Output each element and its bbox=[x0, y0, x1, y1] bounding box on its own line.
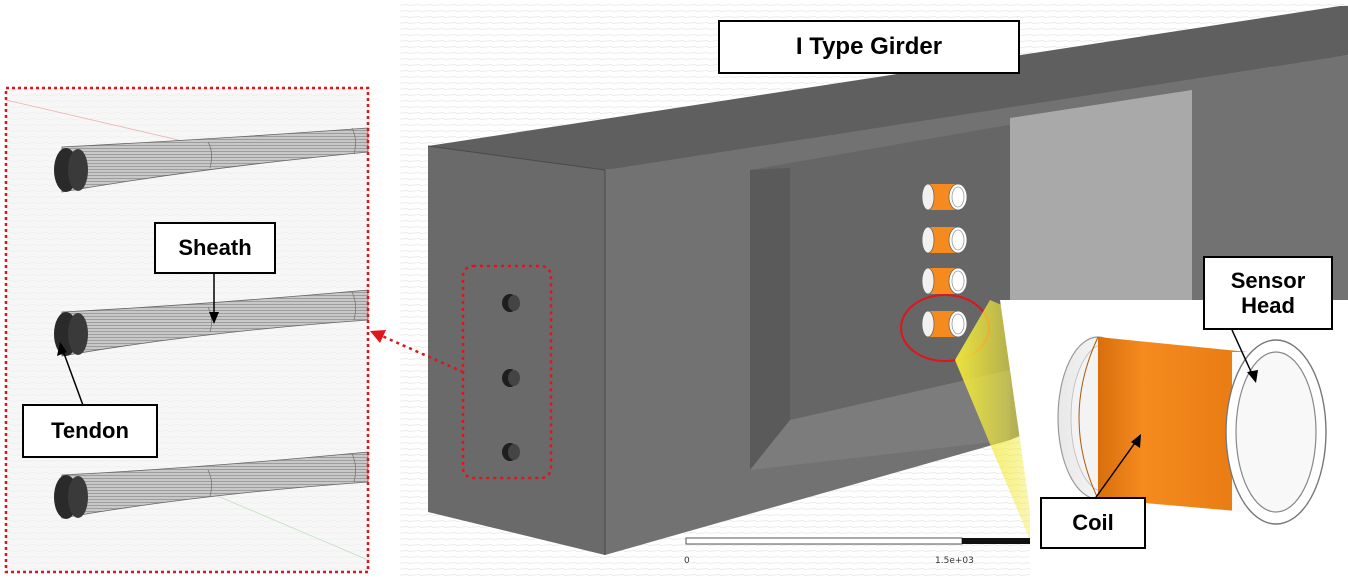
scale-tick-start: 0 bbox=[684, 556, 690, 566]
sensor-head-label: Sensor Head bbox=[1203, 256, 1333, 330]
tendon-end-icon bbox=[502, 369, 520, 387]
leader-lines bbox=[57, 274, 1258, 501]
recess-light-panel bbox=[1010, 90, 1192, 330]
scale-tick-end: 1.5e+03 bbox=[935, 556, 974, 566]
tendon-end-icon bbox=[502, 443, 520, 461]
tendon-end-icon bbox=[502, 294, 520, 312]
inset-border bbox=[4, 86, 370, 574]
sensor-icon bbox=[921, 183, 968, 211]
tendon-label: Tendon bbox=[22, 404, 158, 458]
sheath-tube bbox=[54, 451, 369, 519]
girder-title-label: I Type Girder bbox=[718, 20, 1020, 74]
sheath-tube bbox=[54, 289, 369, 357]
coil-body bbox=[1098, 337, 1248, 512]
girder-end-face bbox=[428, 146, 605, 555]
tendon-inset bbox=[4, 86, 370, 574]
sensor-icon bbox=[921, 226, 968, 254]
girder-top-face bbox=[428, 6, 1348, 170]
sensor-icon bbox=[921, 310, 968, 338]
coil-label: Coil bbox=[1040, 497, 1146, 549]
connector-arrow bbox=[370, 330, 464, 374]
scale-bar bbox=[685, 537, 1030, 545]
girder-edge bbox=[427, 145, 606, 171]
sensor-icon bbox=[921, 267, 968, 295]
sheath-label: Sheath bbox=[154, 222, 276, 274]
recess-left-wall bbox=[750, 168, 790, 470]
recess-bottom bbox=[750, 370, 1010, 470]
sensor-detail bbox=[1057, 336, 1327, 525]
